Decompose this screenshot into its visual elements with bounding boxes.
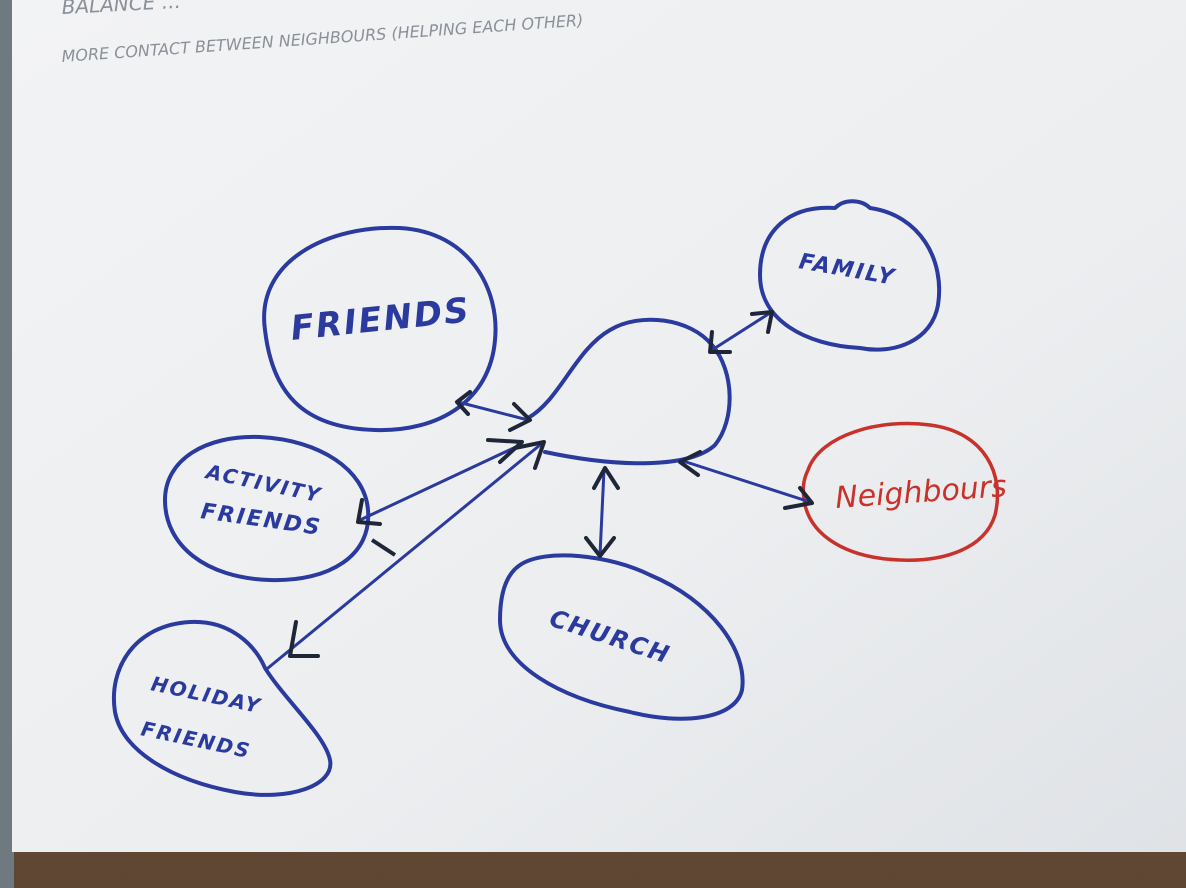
friends-circle [262,225,498,433]
arrowhead-center-from-holiday [513,440,546,470]
arrowhead-church-top [592,466,620,490]
holiday-friends-blob [111,619,333,797]
arrow-friends-center [456,400,530,422]
arrowhead-center-from-friends [508,402,532,432]
arrowhead-friends-end [455,390,472,416]
arrowhead-center-from-activity [486,438,524,464]
arrow-neighbours-center [678,458,812,504]
board-left-edge [0,0,14,888]
arrowhead-neighbours-end [783,486,814,510]
arrowhead-center-from-neighbours [678,450,702,477]
neighbours-circle [801,421,1000,562]
arrow-holiday-center [266,443,542,670]
board-surface [12,0,1186,852]
church-blob [498,553,745,721]
arrow-family-center [710,311,772,352]
arrowhead-family-end [750,310,774,334]
arrowhead-center-from-family [708,330,732,354]
arrowhead-holiday-end [288,620,320,658]
arrow-activity-center [358,443,522,522]
activity-tick-mark [370,538,397,557]
arrow-church-center [598,468,606,557]
header-note-line1: BALANCE ... [61,0,181,19]
family-circle [758,199,942,352]
arrowhead-activity-end [356,498,382,526]
arrowhead-church-bottom [584,536,616,558]
activity-friends-circle [163,434,371,583]
